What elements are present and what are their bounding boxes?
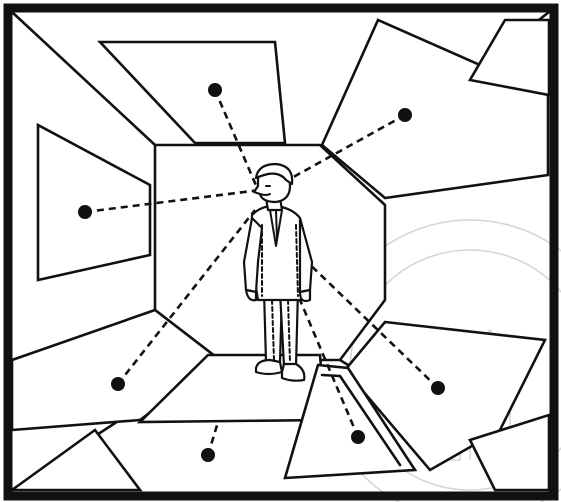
light-point (398, 108, 412, 122)
bottom-left-panel (12, 430, 140, 490)
light-point (208, 83, 222, 97)
light-point (78, 205, 92, 219)
light-point (201, 448, 215, 462)
light-point (351, 430, 365, 444)
light-point (111, 377, 125, 391)
left-wall-panel (38, 125, 150, 280)
light-point (431, 381, 445, 395)
ceiling-panel (100, 42, 285, 143)
